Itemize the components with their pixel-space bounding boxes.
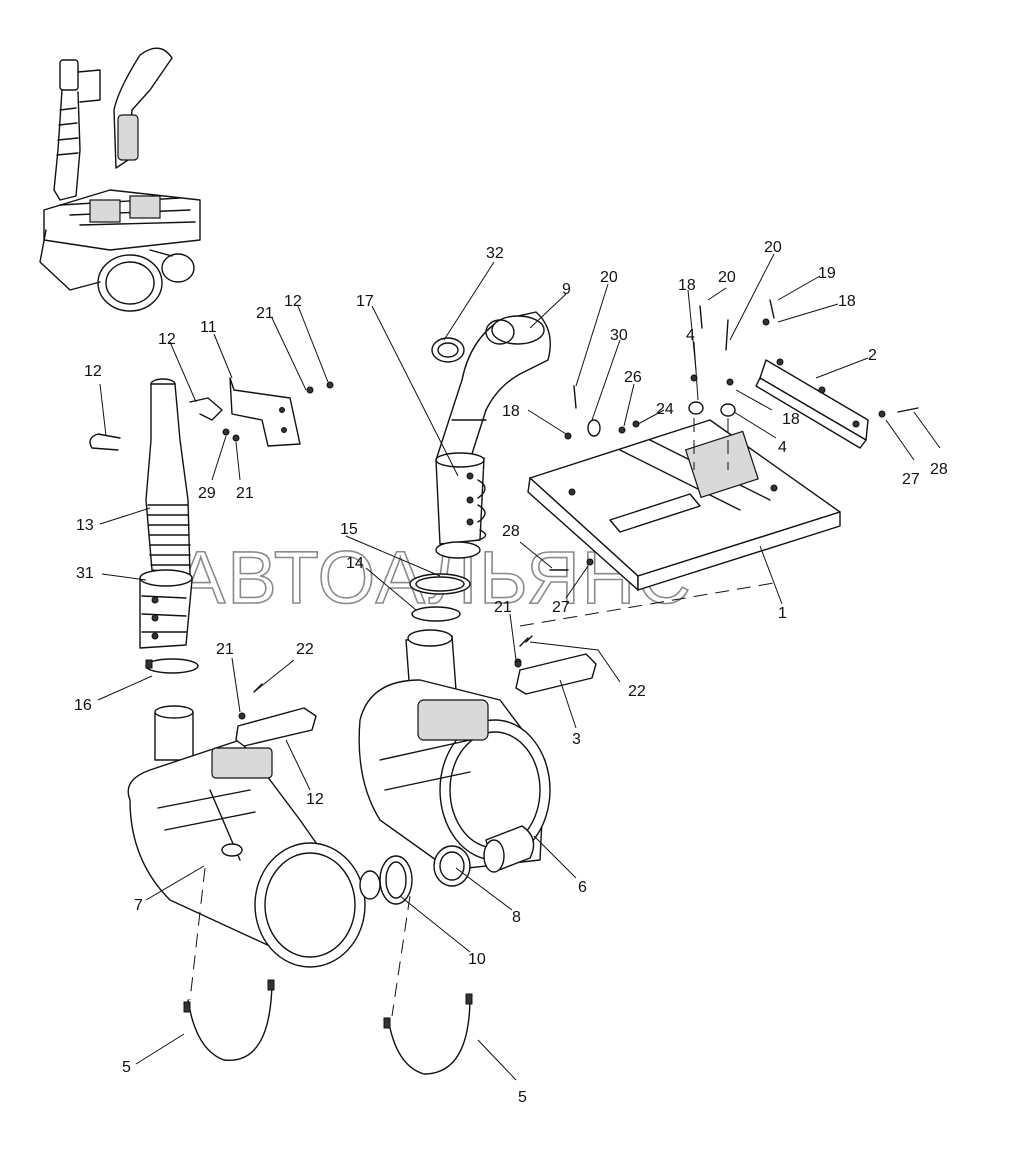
bracket-11-illustration (189, 377, 301, 447)
callout-20: 20 (764, 239, 782, 256)
callout-12: 12 (84, 363, 102, 380)
callout-17: 17 (356, 293, 374, 310)
strap-5-left-illustration (183, 979, 275, 1061)
callout-14: 14 (346, 555, 364, 572)
muffler-7-illustration (127, 705, 381, 968)
callout-10: 10 (468, 951, 486, 968)
callout-27: 27 (552, 599, 570, 616)
callout-5: 5 (122, 1059, 131, 1076)
callout-31: 31 (76, 565, 94, 582)
callout-26: 26 (624, 369, 642, 386)
callout-15: 15 (340, 521, 358, 538)
callout-12: 12 (158, 331, 176, 348)
callout-20: 20 (600, 269, 618, 286)
bracket-3-illustration (514, 635, 597, 695)
callout-20: 20 (718, 269, 736, 286)
callout-18: 18 (782, 411, 800, 428)
bolts-21-22-center-illustration (514, 637, 529, 668)
bracket-2-illustration (755, 358, 869, 449)
base-frame-1-illustration (527, 419, 841, 591)
bracket-12-illustration (235, 683, 317, 747)
callout-11: 11 (200, 319, 217, 336)
clamp-15-and-gasket-14-illustration (409, 573, 471, 622)
fasteners-21-29-12-illustration (222, 381, 334, 442)
callout-8: 8 (512, 909, 521, 926)
callout-21: 21 (256, 305, 274, 322)
callout-28: 28 (930, 461, 948, 478)
callout-5: 5 (518, 1089, 527, 1106)
pipe-9-illustration (435, 311, 551, 461)
assembly-dash-lines (189, 418, 781, 1017)
callout-2: 2 (868, 347, 877, 364)
callout-21: 21 (216, 641, 234, 658)
callout-12: 12 (284, 293, 302, 310)
callout-6: 6 (578, 879, 587, 896)
clamp-32-illustration (431, 337, 465, 363)
callout-29: 29 (198, 485, 216, 502)
callout-21: 21 (236, 485, 254, 502)
callout-13: 13 (76, 517, 94, 534)
strap-5-right-illustration (383, 993, 473, 1075)
callout-22: 22 (628, 683, 646, 700)
callout-27: 27 (902, 471, 920, 488)
assembled-overview-illustration (39, 47, 201, 312)
callout-16: 16 (74, 697, 92, 714)
callout-24: 24 (656, 401, 674, 418)
callout-labels: 32 9 20 18 20 20 19 18 17 21 12 12 11 30… (74, 239, 948, 1106)
callout-19: 19 (818, 265, 836, 282)
pipe-17-illustration (435, 452, 487, 559)
callout-4: 4 (686, 327, 695, 344)
callout-12: 12 (306, 791, 324, 808)
fasteners-upper-right-illustration (549, 299, 919, 571)
callout-9: 9 (562, 281, 571, 298)
u-bolt-12-illustration (89, 433, 121, 451)
callout-22: 22 (296, 641, 314, 658)
callout-18: 18 (678, 277, 696, 294)
callout-30: 30 (610, 327, 628, 344)
muffler-6-illustration (358, 629, 551, 873)
callout-1: 1 (778, 605, 787, 622)
callout-28: 28 (502, 523, 520, 540)
callout-3: 3 (572, 731, 581, 748)
clamp-16-illustration (145, 658, 199, 674)
callout-4: 4 (778, 439, 787, 456)
callout-7: 7 (134, 897, 143, 914)
exhaust-pipe-13-illustration (139, 378, 193, 649)
callout-32: 32 (486, 245, 504, 262)
gasket-8-and-clamp-10-illustration (379, 845, 471, 905)
callout-21: 21 (494, 599, 512, 616)
callout-18: 18 (838, 293, 856, 310)
leader-lines (97, 253, 941, 1081)
callout-18: 18 (502, 403, 520, 420)
